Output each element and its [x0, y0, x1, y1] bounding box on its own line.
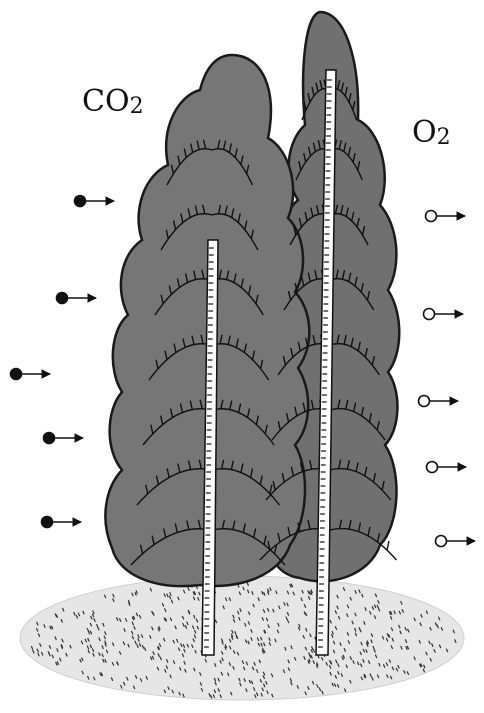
- co2-molecule-icon: [44, 433, 84, 444]
- o2-label: O2: [412, 115, 451, 150]
- co2-molecule-icon: [57, 293, 97, 304]
- o2-molecule-icon: [427, 462, 467, 473]
- co2-molecule-icon: [11, 369, 51, 380]
- ground-patch: [20, 576, 464, 700]
- o2-molecule-icon: [419, 396, 459, 407]
- co2-molecule-icon: [42, 517, 82, 528]
- o2-molecule-icon: [436, 536, 476, 547]
- co2-molecules: [11, 196, 115, 528]
- co2-molecule-icon: [75, 196, 115, 207]
- o2-molecule-icon: [426, 211, 466, 222]
- o2-molecules: [419, 211, 476, 547]
- co2-label: CO2: [82, 84, 144, 119]
- o2-molecule-icon: [424, 309, 464, 320]
